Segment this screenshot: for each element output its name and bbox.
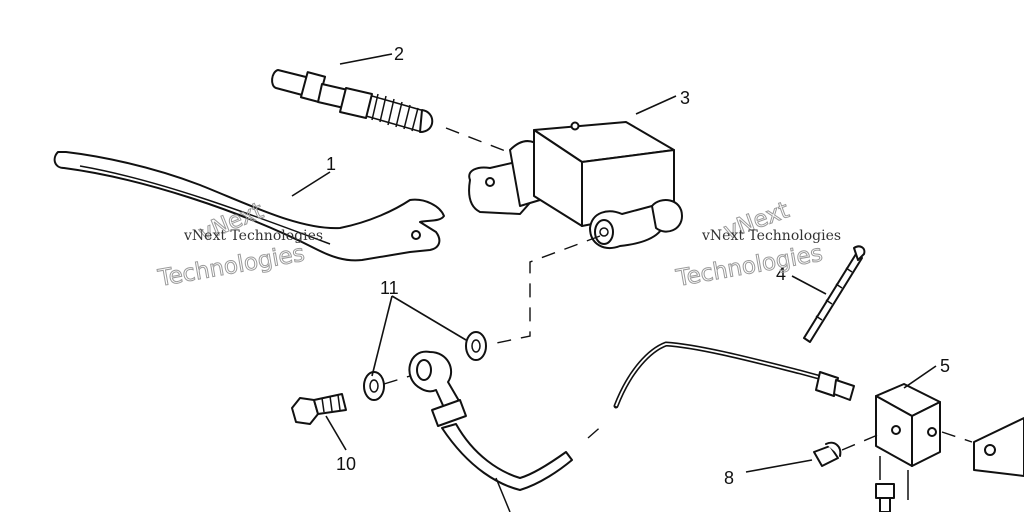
callout-4: 4 [776,264,786,284]
callout-8: 8 [724,468,734,488]
watermark-left-line: vNext Technologies [183,228,323,244]
hard-brake-line [613,341,855,409]
brake-line-pin [803,245,866,343]
junction-block [875,383,941,500]
banjo-hose [408,350,605,512]
crush-washers [363,331,487,401]
callout-1: 1 [326,154,336,174]
watermark-left: vNext vNext Technologies Technologies [155,197,323,292]
bleeder-fitting [813,433,881,467]
partial-bracket [941,417,1024,477]
callout-2: 2 [394,44,404,64]
watermark-right: vNext vNext Technologies Technologies [673,197,841,293]
master-cylinder [468,121,683,249]
cable-assembly [271,69,434,133]
partial-fitting [875,483,895,512]
watermark-left-outline-b: Technologies [156,241,307,292]
watermark-right-outline-b: Technologies [674,241,825,292]
banjo-bolt [291,393,347,425]
callout-5: 5 [940,356,950,376]
brake-lever [53,151,445,262]
watermark-right-line: vNext Technologies [701,228,841,244]
callout-10: 10 [336,454,356,474]
callout-3: 3 [680,88,690,108]
callout-11: 11 [380,278,399,298]
